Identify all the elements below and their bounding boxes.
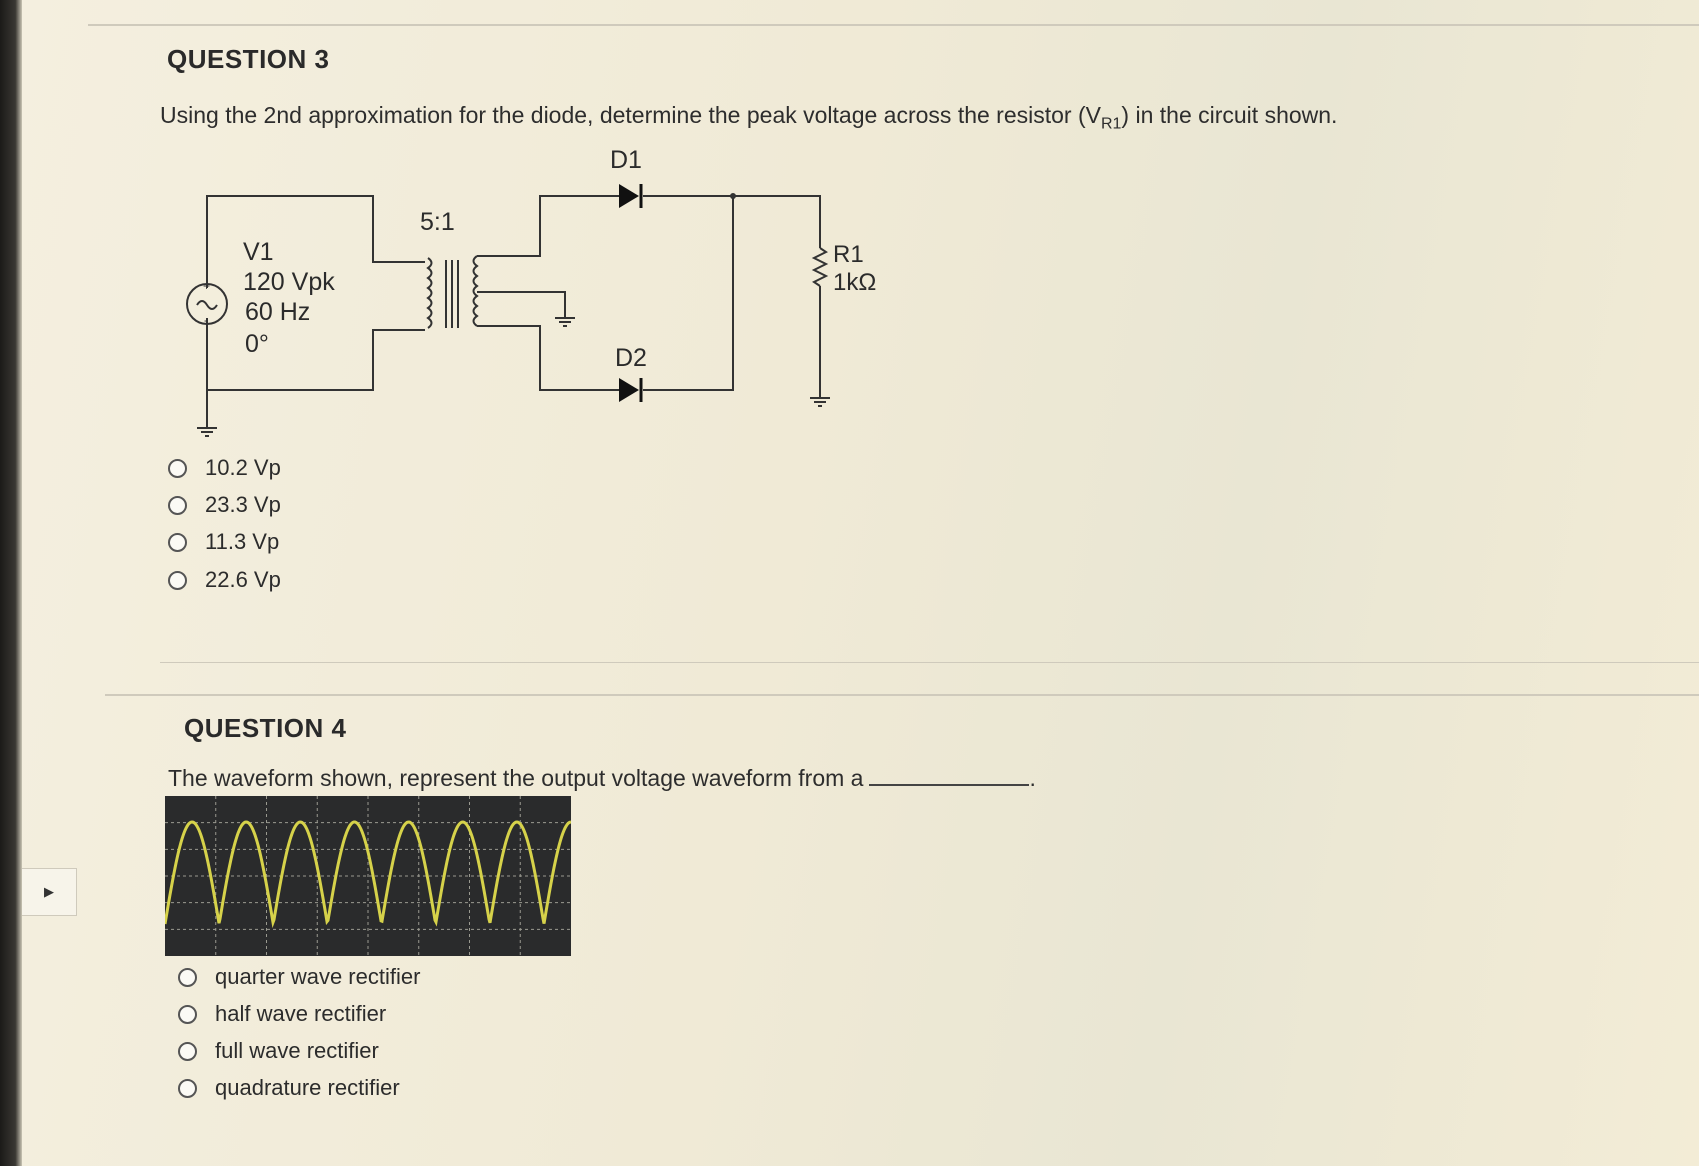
sine-icon — [196, 300, 218, 310]
q4-choice-2[interactable]: half wave rectifier — [178, 1001, 386, 1027]
play-arrow-icon: ▶ — [44, 884, 54, 899]
label-resistor-name: R1 — [833, 241, 864, 268]
label-transformer-ratio: 5:1 — [420, 208, 455, 236]
answer-blank — [869, 766, 1030, 786]
svg-text:+: + — [203, 279, 210, 293]
q3-choice-3-label: 11.3 Vp — [205, 529, 280, 554]
diode-d2-icon — [619, 378, 639, 402]
label-diode-d1: D1 — [610, 146, 642, 174]
q3-choice-3[interactable]: 11.3 Vp — [168, 529, 279, 555]
q4-choice-4[interactable]: quadrature rectifier — [178, 1075, 400, 1101]
divider-q3-end — [160, 662, 1699, 663]
divider-top — [88, 24, 1699, 26]
q3-choice-2[interactable]: 23.3 Vp — [168, 492, 281, 518]
q4-choice-2-label: half wave rectifier — [215, 1001, 387, 1026]
wire-secondary-bottom — [477, 325, 631, 391]
wire-secondary-top — [477, 195, 631, 257]
transformer-primary-coil — [426, 257, 433, 329]
q4-choice-3-label: full wave rectifier — [215, 1038, 379, 1063]
radio-button[interactable] — [168, 458, 187, 478]
radio-button[interactable] — [168, 495, 187, 515]
radio-button[interactable] — [178, 1041, 197, 1061]
radio-button[interactable] — [168, 532, 187, 552]
q3-choice-4[interactable]: 22.6 Vp — [168, 567, 281, 593]
oscilloscope-waveform — [165, 796, 571, 956]
q3-choice-2-label: 23.3 Vp — [205, 492, 281, 517]
transformer-secondary-coil — [472, 255, 479, 327]
label-source-peak: 120 Vpk — [243, 268, 335, 296]
divider-q4-start — [105, 694, 1699, 696]
side-collapse-tab[interactable]: ▶ — [22, 868, 77, 916]
question3-title: QUESTION 3 — [167, 44, 330, 74]
question4-prompt-text: The waveform shown, represent the output… — [168, 765, 864, 791]
question3-prompt-end: ) in the circuit shown. — [1121, 102, 1338, 128]
resistor-symbol — [811, 247, 829, 287]
wire-primary-top — [206, 195, 425, 288]
radio-button[interactable] — [168, 570, 187, 590]
content-panel — [22, 0, 1699, 1166]
label-source-frequency: 60 Hz — [245, 298, 310, 326]
q4-choice-4-label: quadrature rectifier — [215, 1075, 400, 1100]
question3-prompt-text: Using the 2nd approximation for the diod… — [160, 102, 1101, 128]
rectifier-circuit-diagram: + - V1 120 Vpk 60 Hz 0° 5:1 D1 D2 R1 1kΩ — [186, 146, 876, 437]
label-source-phase: 0° — [245, 330, 269, 358]
wire-primary-bottom — [206, 318, 425, 391]
radio-button[interactable] — [178, 1004, 197, 1024]
q3-choice-1[interactable]: 10.2 Vp — [168, 455, 281, 481]
svg-text:-: - — [204, 313, 208, 327]
label-diode-d2: D2 — [615, 344, 647, 372]
ac-source-symbol — [186, 283, 228, 325]
q4-choice-1[interactable]: quarter wave rectifier — [178, 964, 420, 990]
wire-center-tap — [477, 291, 566, 318]
label-source-name: V1 — [243, 238, 274, 266]
question4-title: QUESTION 4 — [184, 713, 347, 743]
q4-choice-3[interactable]: full wave rectifier — [178, 1038, 379, 1064]
wire-d2-out — [643, 196, 734, 391]
label-resistor-value: 1kΩ — [833, 269, 876, 296]
radio-button[interactable] — [178, 967, 197, 987]
question4-prompt: The waveform shown, represent the output… — [168, 765, 1036, 792]
full-wave-trace — [165, 820, 571, 929]
radio-button[interactable] — [178, 1078, 197, 1098]
q4-choice-1-label: quarter wave rectifier — [215, 964, 421, 989]
question3-prompt: Using the 2nd approximation for the diod… — [160, 102, 1337, 134]
q3-choice-1-label: 10.2 Vp — [205, 455, 281, 480]
junction-dot — [730, 193, 736, 199]
screen-bezel — [0, 0, 22, 1166]
q3-choice-4-label: 22.6 Vp — [205, 567, 281, 592]
wire-to-r1 — [733, 195, 821, 248]
diode-d1-icon — [619, 184, 639, 208]
question3-prompt-subscript: R1 — [1100, 115, 1122, 133]
question4-prompt-end: . — [1029, 765, 1036, 791]
